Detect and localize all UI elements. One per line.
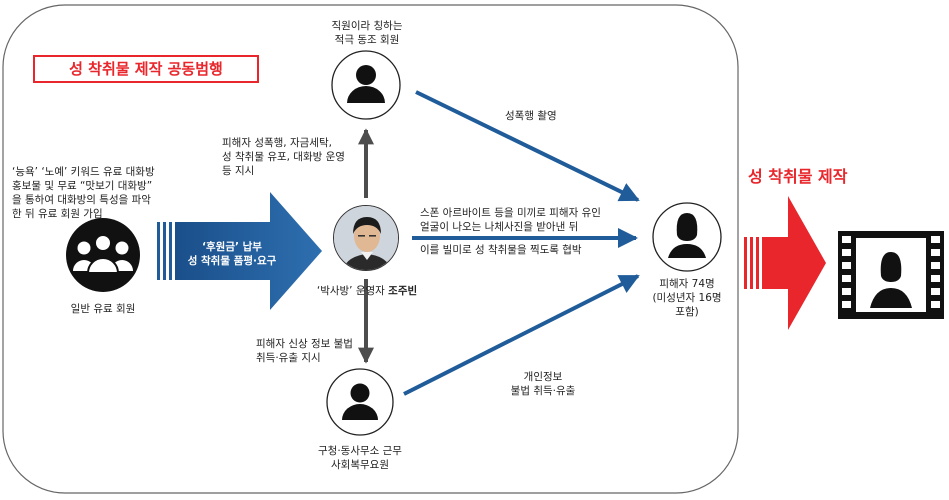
arrow-staff-to-victims [415,90,640,202]
payment-arrow [157,192,322,310]
coercion-label: 이를 빌미로 성 착취물을 찍도록 협박 [420,244,582,256]
personal-info-label: 개인정보 불법 취득·유출 [510,371,576,397]
red-result-arrow [744,196,826,330]
members-description: ‘능욕’ ‘노예’ 키워드 유료 대화방 홍보물 및 무료 “맛보기 대화방” … [12,166,155,220]
group-frame [2,4,739,494]
social-worker-label: 구청·동사무소 근무 사회복무요원 [318,445,402,471]
lure-label: 스폰 아르바이트 등을 미끼로 피해자 유인 얼굴이 나오는 나체사진을 받아낸… [420,207,601,233]
arrow-social-worker-to-victims [403,274,640,396]
filming-label: 성폭행 촬영 [505,110,557,122]
operator-portrait [333,205,399,271]
diagram-title: 성 착취물 제작 공동범행 [33,55,259,83]
operator-label: ‘박사방’ 운영자 조주빈 [316,285,418,297]
members-label: 일반 유료 회원 [70,303,136,315]
social-worker-person-icon [326,368,394,436]
result-label: 성 착취물 제작 [748,167,848,186]
payment-arrow-label: ‘후원금’ 납부 성 착취물 품평·요구 [187,241,277,267]
staff-label: 직원이라 칭하는 적극 동조 회원 [331,20,403,46]
staff-instructions-label: 피해자 성폭행, 자금세탁, 성 착취물 유포, 대화방 운영 등 지시 [222,137,345,177]
victim-icon [652,202,722,272]
film-strip-icon [838,231,944,319]
victims-label: 피해자 74명 (미성년자 16명 포함) [652,278,722,318]
social-worker-instructions-label: 피해자 신상 정보 불법 취득·유출 지시 [256,338,353,364]
members-icon [66,218,140,292]
staff-person-icon [331,50,401,120]
